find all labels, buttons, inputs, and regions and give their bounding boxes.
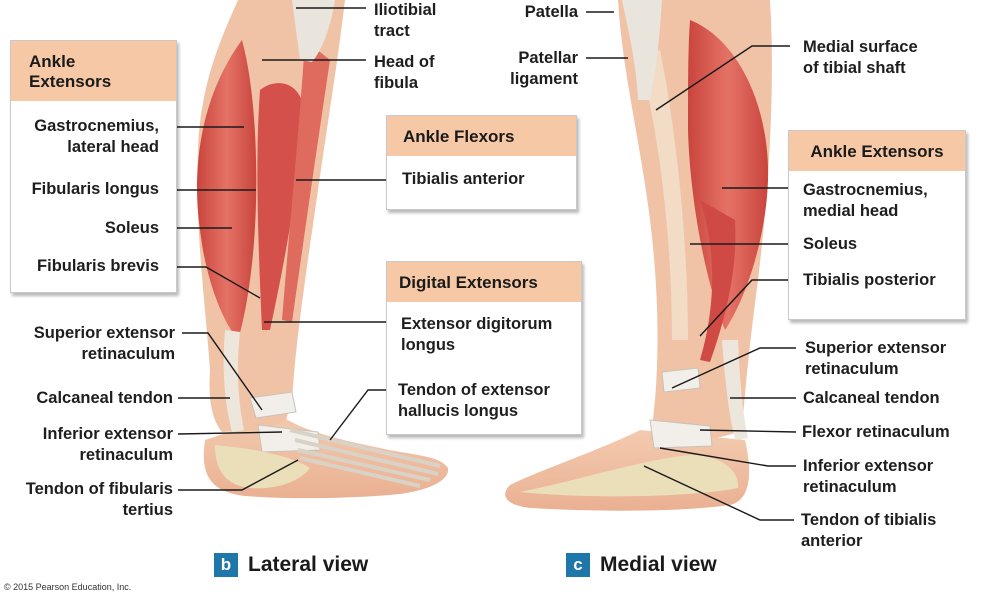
label-head-of-fibula: Head of fibula xyxy=(374,52,435,94)
ankle-extensors-left-box: Ankle Extensors xyxy=(10,40,177,293)
label-superior-ret-medial-line2: retinaculum xyxy=(805,360,899,378)
medial-foot-bone xyxy=(520,455,739,497)
label-superior-ret-medial: Superior extensor retinaculum xyxy=(805,338,946,380)
label-tibialis-anterior-tendon-line1: Tendon of tibialis xyxy=(801,511,937,529)
label-gastrocnemius-medial: Gastrocnemius, medial head xyxy=(803,180,928,222)
leader-fibularis-tertius xyxy=(178,459,299,491)
label-fibularis-tertius-line1: Tendon of fibularis xyxy=(25,480,173,498)
label-extensor-digitorum: Extensor digitorum longus xyxy=(401,314,552,356)
label-inferior-ret-lateral-line2: retinaculum xyxy=(79,446,173,464)
leader-inferior-ret-lateral xyxy=(177,431,283,435)
leader-flexor-retinaculum xyxy=(699,429,797,433)
ankle-extensors-left-line1: Ankle xyxy=(29,52,76,71)
view-b-tag: b xyxy=(214,553,238,577)
label-iliotibial-line1: Iliotibial xyxy=(374,1,437,19)
leader-tibialis-posterior xyxy=(699,279,790,337)
label-tibialis-posterior: Tibialis posterior xyxy=(803,271,936,289)
digital-extensors-box: Digital Extensors xyxy=(386,261,582,435)
leader-lines xyxy=(166,7,797,521)
label-gastrocnemius-lateral: Gastrocnemius, lateral head xyxy=(34,116,159,158)
ankle-extensors-left-line2: Extensors xyxy=(29,72,112,91)
leader-tibialis-anterior-tendon xyxy=(643,465,794,521)
view-c-tag: c xyxy=(566,553,590,577)
label-extensor-digitorum-line1: Extensor digitorum xyxy=(401,315,553,333)
label-calcaneal-lateral: Calcaneal tendon xyxy=(36,389,173,407)
label-gastrocnemius-lateral-line2: lateral head xyxy=(67,138,159,156)
ankle-flexors-box: Ankle Flexors xyxy=(386,115,577,210)
label-patellar-ligament-line1: Patellar xyxy=(518,49,578,67)
label-tibialis-anterior-tendon: Tendon of tibialis anterior xyxy=(801,510,936,552)
label-fibularis-longus: Fibularis longus xyxy=(31,180,159,198)
lateral-calcaneal-tendon xyxy=(223,330,244,432)
label-patellar-ligament-line2: ligament xyxy=(510,70,578,88)
label-tibialis-anterior-tendon-line2: anterior xyxy=(801,532,863,550)
medial-retinacula xyxy=(649,367,713,449)
label-inferior-ret-medial-line1: Inferior extensor xyxy=(803,457,934,475)
digital-extensors-header: Digital Extensors xyxy=(387,262,581,302)
medial-gastrocnemius xyxy=(688,20,769,330)
medial-soleus xyxy=(700,200,736,362)
label-medial-surface-line1: Medial surface xyxy=(803,38,918,56)
label-iliotibial-line2: tract xyxy=(374,22,410,40)
label-patellar-ligament: Patellar ligament xyxy=(510,48,578,90)
label-flexor-retinaculum: Flexor retinaculum xyxy=(802,423,950,441)
label-gastrocnemius-medial-line1: Gastrocnemius, xyxy=(803,181,928,199)
label-extensor-hallucis: Tendon of extensor hallucis longus xyxy=(398,380,550,422)
label-soleus-lateral: Soleus xyxy=(104,219,159,237)
leader-medial-surface xyxy=(655,45,790,111)
label-inferior-ret-lateral-line1: Inferior extensor xyxy=(42,425,173,443)
label-fibularis-tertius-line2: tertius xyxy=(122,501,173,519)
label-medial-surface-line2: of tibial shaft xyxy=(803,59,906,77)
label-superior-ret-lateral: Superior extensor retinaculum xyxy=(34,323,175,365)
label-medial-surface: Medial surface of tibial shaft xyxy=(803,37,918,79)
view-b-label: Lateral view xyxy=(248,553,369,576)
label-superior-ret-lateral-line1: Superior extensor xyxy=(33,324,175,342)
label-extensor-hallucis-line1: Tendon of extensor xyxy=(398,381,550,399)
label-inferior-ret-medial: Inferior extensor retinaculum xyxy=(803,456,933,498)
lateral-leg xyxy=(196,0,449,499)
ankle-extensors-left-header: Ankle Extensors xyxy=(11,41,176,101)
label-tibialis-anterior: Tibialis anterior xyxy=(402,170,525,188)
copyright-notice: © 2015 Pearson Education, Inc. xyxy=(4,582,132,592)
label-soleus-medial: Soleus xyxy=(803,235,858,253)
lateral-tibialis-anterior xyxy=(282,40,330,322)
leader-superior-ret-lateral xyxy=(182,332,263,411)
label-extensor-digitorum-line2: longus xyxy=(401,336,456,354)
ankle-extensors-right-header: Ankle Extensors xyxy=(789,131,965,171)
label-gastrocnemius-lateral-line1: Gastrocnemius, xyxy=(34,117,159,135)
label-inferior-ret-medial-line2: retinaculum xyxy=(803,478,897,496)
lateral-heel-bone xyxy=(215,445,310,489)
label-extensor-hallucis-line2: hallucis longus xyxy=(398,402,519,420)
label-inferior-ret-lateral: Inferior extensor retinaculum xyxy=(43,424,173,466)
ankle-extensors-right-box: Ankle Extensors xyxy=(788,130,966,320)
label-patella: Patella xyxy=(524,3,578,21)
label-fibularis-brevis: Fibularis brevis xyxy=(37,257,159,275)
lateral-retinacula xyxy=(249,391,321,453)
leader-inferior-ret-medial xyxy=(659,447,796,467)
leader-extensor-hallucis xyxy=(329,389,392,441)
label-gastrocnemius-medial-line2: medial head xyxy=(803,202,899,220)
leader-superior-ret-medial xyxy=(671,347,796,389)
label-fibularis-tertius: Tendon of fibularis tertius xyxy=(26,479,173,521)
label-calcaneal-medial: Calcaneal tendon xyxy=(803,389,940,407)
medial-tibial-shaft xyxy=(640,50,688,340)
label-superior-ret-lateral-line2: retinaculum xyxy=(81,345,175,363)
label-head-of-fibula-line2: fibula xyxy=(374,74,418,92)
medial-calcaneal-tendon xyxy=(722,340,748,440)
ankle-flexors-header: Ankle Flexors xyxy=(387,116,576,156)
lateral-foot-tendons xyxy=(289,428,441,488)
lateral-soleus xyxy=(257,83,304,330)
leader-fibularis-brevis xyxy=(166,266,261,299)
lateral-iliotibial xyxy=(292,0,335,62)
view-c-label: Medial view xyxy=(600,553,717,576)
medial-patellar-ligament xyxy=(622,0,662,100)
label-head-of-fibula-line1: Head of xyxy=(374,53,435,71)
label-superior-ret-medial-line1: Superior extensor xyxy=(805,339,947,357)
label-iliotibial-tract: Iliotibial tract xyxy=(374,0,436,42)
